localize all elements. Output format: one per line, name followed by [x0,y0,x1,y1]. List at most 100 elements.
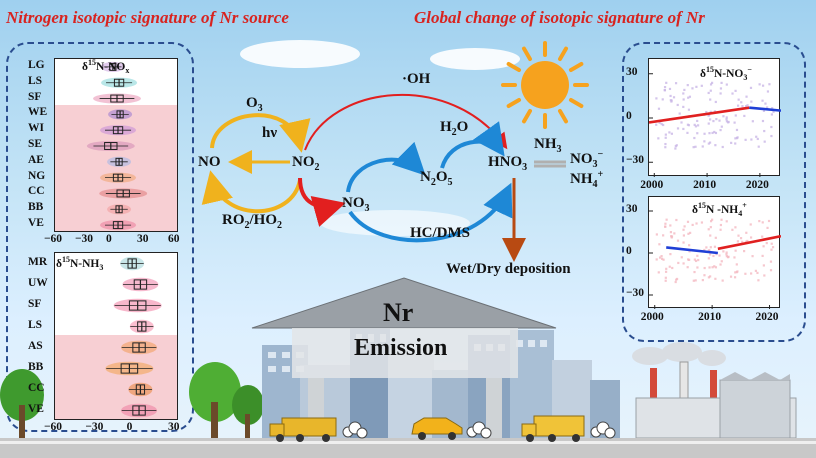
trend-line [649,106,750,124]
label-n2o5: N2O5 [420,169,453,188]
observation-point [762,245,765,248]
nh4-trend-plot [648,196,781,309]
observation-point [686,84,689,87]
observation-point [694,259,698,263]
observation-point [682,241,685,244]
x-tick-label: 2020 [745,179,769,191]
source-label: BB [28,360,44,373]
observation-point [695,222,698,225]
observation-point [710,81,714,84]
observation-point [705,246,708,249]
observation-point [692,279,695,282]
observation-point [691,223,694,227]
observation-point [721,145,724,149]
observation-point [686,131,689,134]
observation-point [761,119,765,123]
observation-point [733,256,736,259]
x-tick-label: 60 [168,233,180,245]
observation-point [707,114,710,117]
observation-point [762,109,766,112]
observation-point [749,223,752,226]
observation-point [696,266,699,269]
right-header: Global change of isotopic signature of N… [414,8,705,27]
sun-ray [568,62,584,72]
label-ro2-ho2: RO2/HO2 [222,212,283,231]
observation-point [743,114,746,118]
x-tick-label: −60 [44,233,63,245]
observation-point [694,279,697,282]
observation-point [680,256,683,259]
nox-plot-title: δ15N-NOx [82,58,130,76]
observation-point [664,133,667,136]
emission-label-emission: Emission [354,335,448,361]
observation-point [674,145,677,148]
observation-point [719,92,722,95]
observation-point [712,119,715,123]
observation-point [683,88,686,92]
observation-point [737,98,740,101]
observation-point [754,269,757,272]
observation-point [757,279,760,282]
no3-trend-title: δ15N-NO3− [700,65,752,83]
observation-point [676,239,680,242]
left-panel-frame [6,42,194,432]
observation-point [676,127,680,130]
x-tick-label: 2010 [693,179,717,191]
observation-point [720,81,723,84]
observation-point [737,234,740,237]
observation-point [670,132,673,135]
observation-point [694,125,697,128]
observation-point [764,102,767,105]
observation-point [770,248,773,251]
observation-point [757,145,760,148]
observation-point [736,240,740,243]
observation-point [727,121,730,124]
arrow-no2-to-no-lower [201,170,302,214]
observation-point [763,140,766,143]
observation-point [771,246,775,249]
sun-ray [568,98,584,108]
observation-point [770,125,773,129]
cloud [240,40,360,68]
observation-point [730,141,733,144]
observation-point [670,236,673,239]
source-label: AS [28,339,43,352]
observation-point [740,101,743,104]
x-tick-label: −30 [75,233,94,245]
observation-point [769,269,773,272]
observation-point [745,231,748,234]
observation-point [655,233,658,236]
observation-point [700,84,703,87]
observation-point [725,116,728,119]
observation-point [735,263,738,266]
smoke-cloud [632,347,668,365]
observation-point [711,131,714,135]
observation-point [714,144,717,147]
observation-point [733,276,737,279]
observation-point [725,83,728,86]
observation-point [751,120,754,123]
label-h2o: H2O [440,119,469,138]
x-tick-label: 2000 [640,311,664,323]
label-hv: hν [262,125,278,141]
observation-point [720,260,723,263]
label-no2: NO2 [292,154,320,173]
source-label: LS [28,74,43,87]
observation-point [669,231,673,234]
observation-point [683,225,686,228]
nh3-source-plot [54,252,178,420]
observation-point [708,132,711,135]
tree-trunk [211,402,218,438]
sun-ray [522,46,532,62]
x-tick-label: 2010 [698,311,722,323]
observation-point [751,255,754,258]
observation-point [664,222,667,225]
tree-canopy [232,385,264,425]
observation-point [766,106,769,109]
observation-point [713,245,717,248]
observation-point [711,266,714,269]
trend-line [666,246,719,255]
left-header: Nitrogen isotopic signature of Nr source [6,8,289,27]
observation-point [671,266,674,270]
